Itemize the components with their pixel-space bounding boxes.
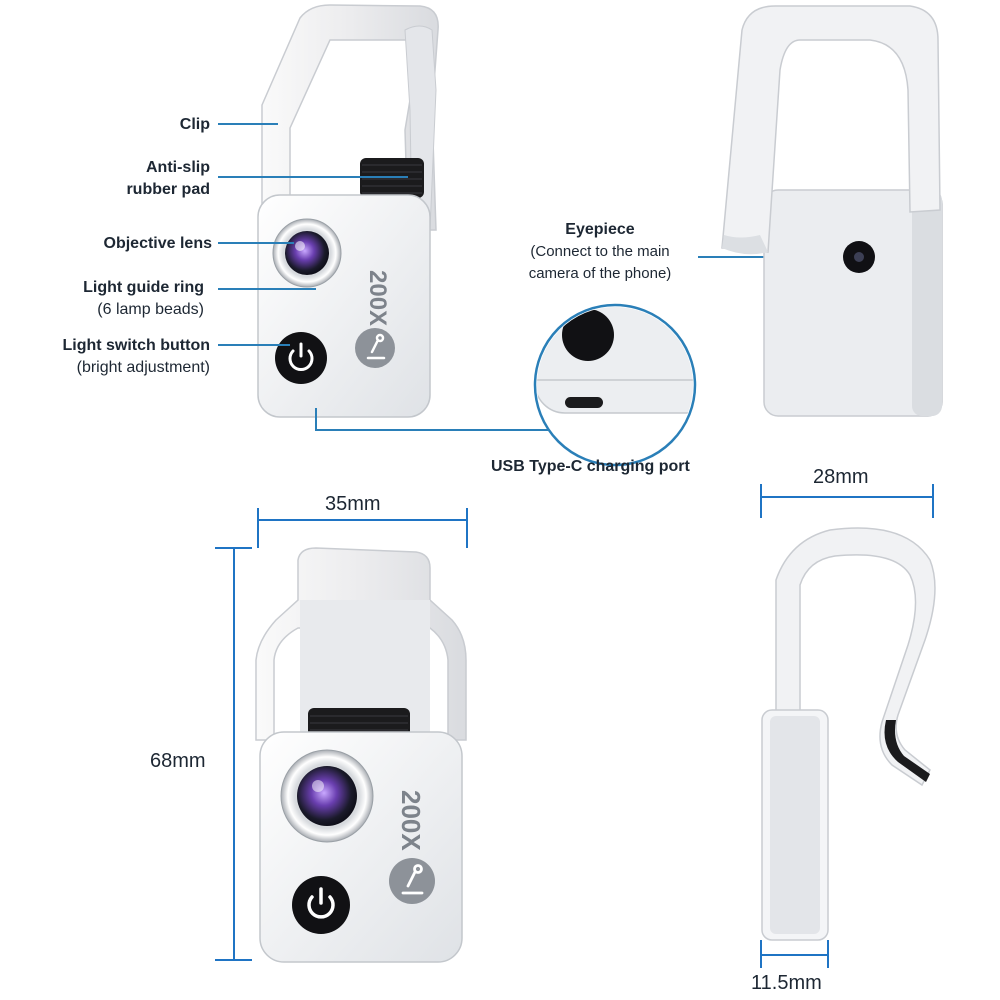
usb-c-port [565,397,603,408]
label-anti-slip: Anti-slip rubber pad [126,159,210,198]
dimension-depth-bottom: 11.5mm [751,972,822,994]
leader-usb [315,408,548,431]
anti-slip-pad-texture [362,164,422,194]
front-power-button [292,876,350,934]
usb-port-inset [533,303,697,467]
device-side-view [761,527,936,941]
dim-depth-11-5 [760,940,829,968]
dimension-width: 35mm [325,493,381,515]
device-front-angled: 200X [257,4,439,418]
front-clip [255,547,467,741]
magnification-label-front: 200X [396,790,426,851]
label-clip: Clip [179,116,210,133]
device-back-view [721,5,943,417]
front-power-icon [307,887,335,919]
label-eyepiece: Eyepiece (Connect to the main camera of … [528,221,672,282]
magnification-label-top: 200X [364,270,391,326]
power-button [275,332,327,384]
dim-width-35 [257,508,468,548]
label-light-switch: Light switch button (bright adjustment) [62,337,210,376]
dimension-height: 68mm [150,750,206,772]
objective-lens [285,231,329,275]
dimension-lines [215,484,934,968]
label-light-guide-ring: Light guide ring (6 lamp beads) [83,279,204,318]
dimension-depth-top: 28mm [813,466,869,488]
back-clip [721,5,941,253]
power-icon [288,342,314,371]
dim-height-68 [215,547,252,961]
front-objective-lens [297,766,357,826]
dim-depth-28 [760,484,934,518]
device-front-view: 200X [255,547,467,963]
label-usb-port: USB Type-C charging port [491,458,690,475]
label-objective-lens: Objective lens [103,235,213,252]
